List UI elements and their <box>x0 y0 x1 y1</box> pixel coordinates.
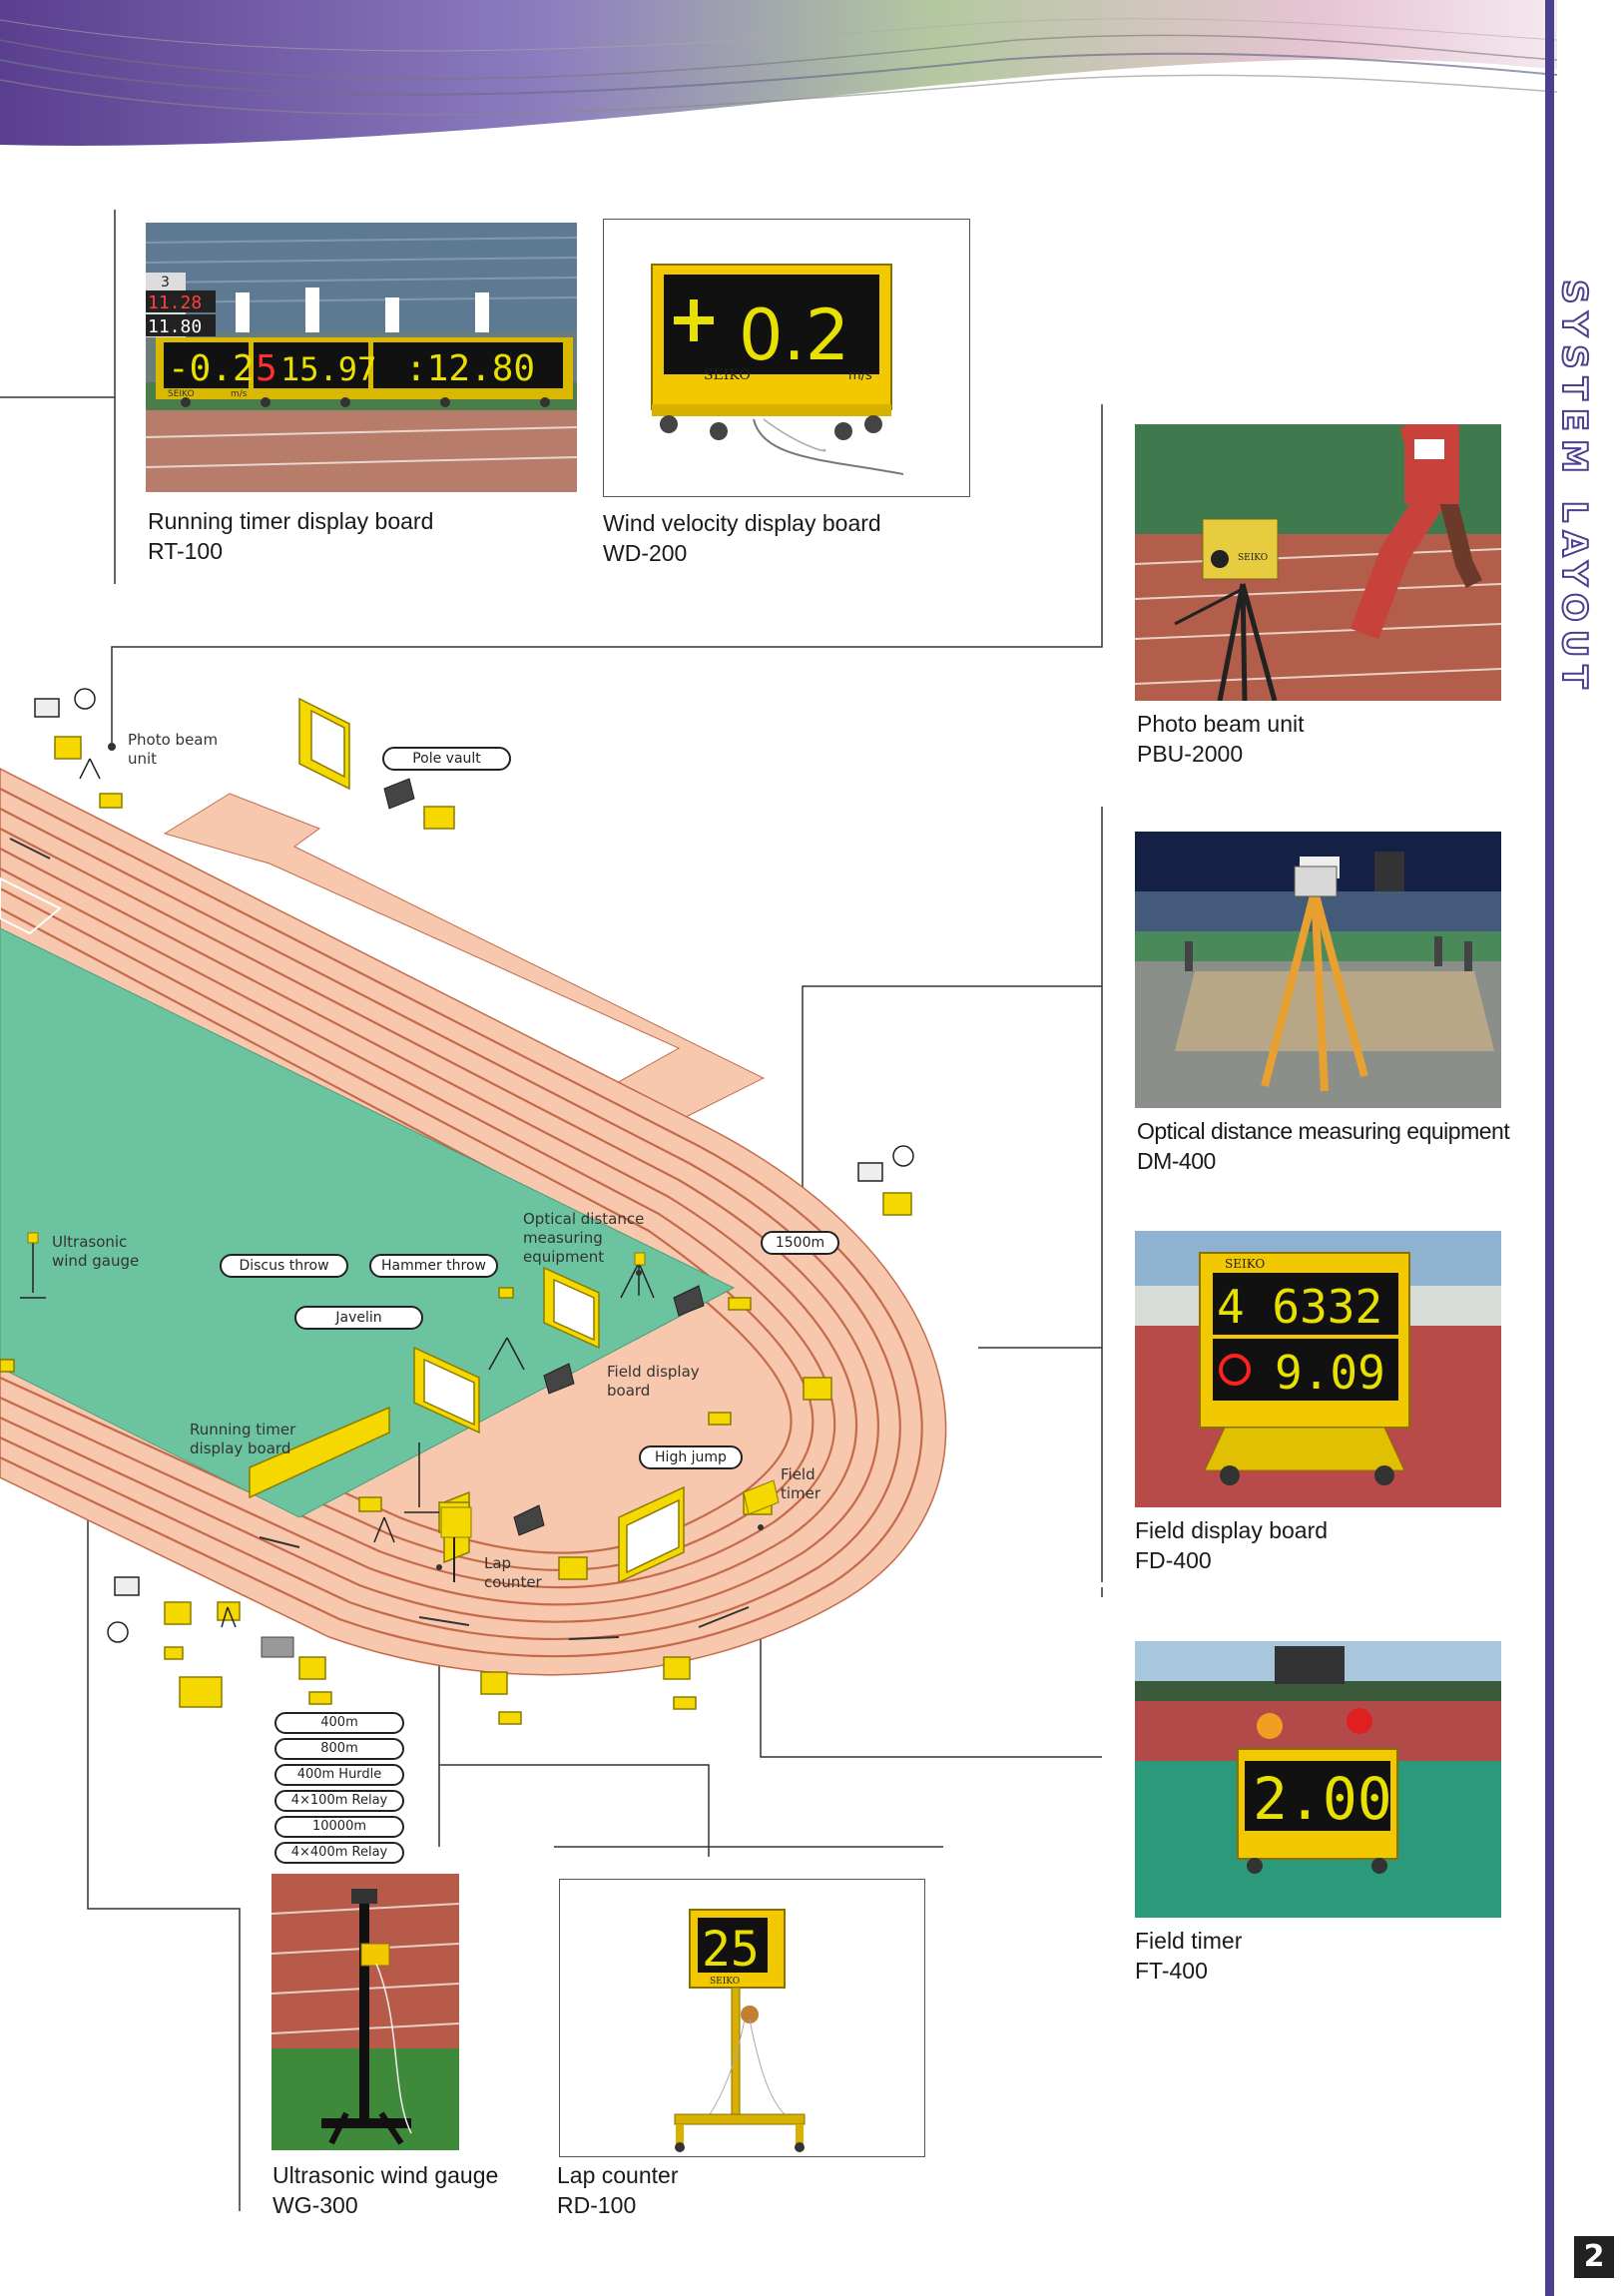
wd-value: 0.2 <box>739 294 849 376</box>
race-400m-hurdle: 400m Hurdle <box>274 1764 404 1786</box>
label-lap-counter: Lap counter <box>484 1554 542 1591</box>
label-running-timer: Running timer display board <box>190 1421 296 1457</box>
rt-place: 3 <box>161 275 170 290</box>
product-name: Field display board <box>1135 1517 1329 1543</box>
product-name: Field timer <box>1135 1928 1243 1954</box>
page-title-text: SYSTEM LAYOUT <box>1554 280 1594 697</box>
product-model: WG-300 <box>272 2192 358 2218</box>
photo-lap-counter: 25 SEIKO <box>559 1879 925 2157</box>
product-name: Photo beam unit <box>1137 711 1305 737</box>
label-photo-beam-unit: Photo beam unit <box>128 731 219 768</box>
wd-brand: SEIKO <box>704 367 751 383</box>
caption-field-timer: Field timer FT-400 <box>1135 1926 1242 1986</box>
race-10000m: 10000m <box>274 1816 404 1838</box>
event-javelin: Javelin <box>294 1306 423 1330</box>
label-ultrasonic-wind-gauge: Ultrasonic wind gauge <box>52 1233 140 1270</box>
rt-time2-digits: :12.80 <box>405 348 535 389</box>
stadium-diagram <box>0 688 947 1725</box>
product-model: RD-100 <box>557 2192 637 2218</box>
fd-bottom-digits: 9.09 <box>1275 1346 1385 1400</box>
label-field-timer: Field timer <box>781 1465 821 1502</box>
event-discus-throw: Discus throw <box>220 1254 348 1278</box>
photo-wind-velocity-board: 0.2 SEIKO m/s <box>603 219 970 497</box>
product-model: DM-400 <box>1137 1148 1216 1174</box>
fd-brand: SEIKO <box>1225 1257 1265 1271</box>
fd-top-digits: 4 6332 <box>1217 1280 1382 1334</box>
rt-time1-digits: 15.97 <box>280 350 376 388</box>
product-name: Wind velocity display board <box>603 510 881 536</box>
caption-photo-beam-unit: Photo beam unit PBU-2000 <box>1137 709 1305 769</box>
race-400m: 400m <box>274 1712 404 1734</box>
rt-wind-digits: -0.2 <box>168 348 255 389</box>
photo-field-timer: 2.00 <box>1135 1641 1501 1918</box>
rt-brand: SEIKO <box>168 389 195 399</box>
event-1500m: 1500m <box>761 1231 839 1255</box>
caption-wind-velocity-board: Wind velocity display board WD-200 <box>603 508 881 568</box>
event-high-jump: High jump <box>639 1445 743 1469</box>
event-pole-vault: Pole vault <box>382 747 511 771</box>
event-hammer-throw: Hammer throw <box>369 1254 498 1278</box>
race-800m: 800m <box>274 1738 404 1760</box>
rd-brand: SEIKO <box>710 1977 740 1987</box>
pbu-brand: SEIKO <box>1238 553 1268 563</box>
rt-side2: 11.80 <box>148 316 202 337</box>
product-model: PBU-2000 <box>1137 741 1244 767</box>
rd-digits: 25 <box>702 1922 760 1978</box>
wd-unit: m/s <box>848 368 872 383</box>
product-name: Lap counter <box>557 2162 679 2188</box>
photo-optical-distance <box>1135 832 1501 1108</box>
caption-optical-distance: Optical distance measuring equipment DM-… <box>1137 1116 1510 1176</box>
caption-running-timer: Running timer display board RT-100 <box>148 506 433 566</box>
product-name: Ultrasonic wind gauge <box>272 2162 499 2188</box>
product-model: FT-400 <box>1135 1958 1208 1984</box>
page-title: SYSTEM LAYOUT <box>1553 280 1595 698</box>
header-wave <box>0 0 1557 146</box>
accent-bar <box>1545 0 1554 2296</box>
product-name: Running timer display board <box>148 508 434 534</box>
rt-unit: m/s <box>231 389 248 399</box>
race-4x100-relay: 4×100m Relay <box>274 1790 404 1812</box>
label-field-display-board: Field display board <box>607 1363 700 1400</box>
ft-digits: 2.00 <box>1253 1765 1392 1833</box>
label-optical-distance: Optical distance measuring equipment <box>523 1210 645 1266</box>
product-model: RT-100 <box>148 538 224 564</box>
photo-ultrasonic-wind-gauge <box>271 1874 459 2150</box>
product-name: Optical distance measuring equipment <box>1137 1118 1510 1144</box>
race-4x400-relay: 4×400m Relay <box>274 1842 404 1864</box>
caption-ultrasonic-wind-gauge: Ultrasonic wind gauge WG-300 <box>272 2160 498 2220</box>
photo-running-timer: -0.2 5 15.97 :12.80 SEIKO m/s 3 11.28 11… <box>146 223 577 492</box>
rt-lane-digit: 5 <box>256 348 277 389</box>
photo-photo-beam-unit: SEIKO <box>1135 424 1501 701</box>
product-model: WD-200 <box>603 540 688 566</box>
caption-lap-counter: Lap counter RD-100 <box>557 2160 678 2220</box>
rt-side1: 11.28 <box>148 292 202 313</box>
page-number: 2 <box>1574 2236 1614 2278</box>
caption-field-display-board: Field display board FD-400 <box>1135 1515 1328 1575</box>
product-model: FD-400 <box>1135 1547 1212 1573</box>
race-event-list: 400m 800m 400m Hurdle 4×100m Relay 10000… <box>274 1712 404 1868</box>
photo-field-display-board: SEIKO 4 6332 9.09 <box>1135 1231 1501 1507</box>
